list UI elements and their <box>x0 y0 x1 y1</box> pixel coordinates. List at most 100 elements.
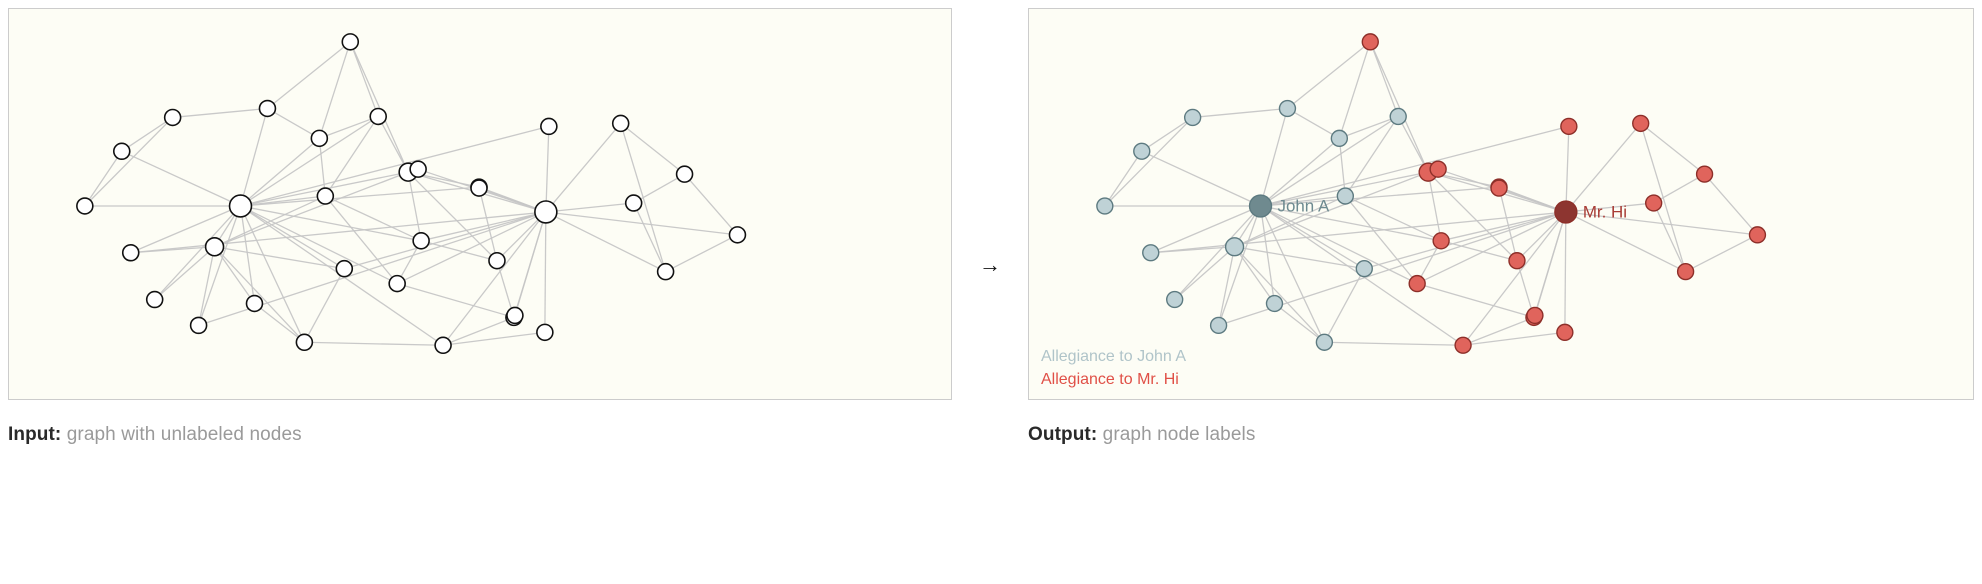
graph-node[interactable] <box>1248 194 1273 218</box>
graph-edge <box>1259 108 1289 207</box>
graph-edge <box>240 205 398 285</box>
graph-node[interactable] <box>611 114 630 133</box>
graph-node[interactable] <box>1490 179 1508 197</box>
graph-node[interactable] <box>1508 252 1526 270</box>
graph-edge <box>1234 246 1365 270</box>
graph-edge <box>1685 234 1758 273</box>
graph-node[interactable] <box>675 165 694 183</box>
graph-node[interactable] <box>1526 306 1544 325</box>
graph-node[interactable] <box>409 160 427 178</box>
graph-node[interactable] <box>112 142 131 161</box>
graph-node[interactable] <box>258 99 277 118</box>
graph-node[interactable] <box>1265 294 1284 313</box>
graph-edge <box>1640 122 1705 175</box>
graph-node[interactable] <box>488 251 506 270</box>
graph-node[interactable] <box>1330 129 1349 147</box>
graph-edge <box>1287 107 1340 139</box>
graph-node[interactable] <box>534 200 558 224</box>
arrow-glyph: → <box>979 252 1001 277</box>
graph-node[interactable] <box>145 290 164 309</box>
graph-node[interactable] <box>1315 333 1334 351</box>
graph-node[interactable] <box>1644 194 1663 212</box>
graph-edge <box>197 205 242 326</box>
graph-edge <box>1565 211 1758 236</box>
graph-node[interactable] <box>624 194 643 212</box>
graph-node[interactable] <box>1429 160 1447 178</box>
graph-node[interactable] <box>76 197 94 215</box>
graph-node[interactable] <box>1142 244 1160 262</box>
graph-node[interactable] <box>163 108 182 127</box>
graph-edge <box>214 246 305 343</box>
graph-node[interactable] <box>310 129 329 148</box>
graph-node[interactable] <box>1632 114 1650 133</box>
graph-edge <box>239 108 269 207</box>
graph-edge <box>1234 246 1276 304</box>
graph-edge <box>1565 211 1686 273</box>
input-graph-panel <box>8 8 952 400</box>
graph-edge <box>1339 115 1399 139</box>
caption-input-lead: Input: <box>8 424 62 445</box>
graph-node[interactable] <box>121 243 140 262</box>
graph-edge <box>1150 211 1566 254</box>
graph-node[interactable] <box>295 333 314 352</box>
graph-node[interactable] <box>1560 117 1578 136</box>
graph-edge <box>197 246 216 326</box>
graph-node[interactable] <box>335 259 354 278</box>
graph-edge <box>1260 186 1500 207</box>
graph-edge <box>214 171 409 248</box>
graph-nodes <box>76 33 747 355</box>
graph-edge <box>324 116 379 197</box>
graph-node[interactable] <box>1695 165 1714 183</box>
graph-node[interactable] <box>228 194 253 218</box>
graph-node[interactable] <box>1278 99 1297 118</box>
graph-edge <box>1141 116 1194 152</box>
graph-node[interactable] <box>1454 336 1472 354</box>
graph-node[interactable] <box>388 274 406 293</box>
graph-node[interactable] <box>204 237 225 257</box>
graph-node[interactable] <box>728 226 747 244</box>
graph-node[interactable] <box>1748 226 1767 244</box>
graph-edge <box>545 211 738 236</box>
graph-node[interactable] <box>1183 108 1202 127</box>
graph-node[interactable] <box>412 232 430 250</box>
graph-node[interactable] <box>1389 107 1407 126</box>
graph-edge <box>214 246 345 270</box>
graph-edge <box>633 173 685 204</box>
graph-edge <box>1416 282 1535 319</box>
graph-node[interactable] <box>316 187 335 205</box>
graph-node[interactable] <box>341 33 360 51</box>
graph-node[interactable] <box>506 306 524 325</box>
graph-node[interactable] <box>434 336 452 355</box>
graph-node[interactable] <box>245 294 264 313</box>
graph-edge <box>319 115 379 139</box>
graph-edge <box>240 125 550 207</box>
graph-node[interactable] <box>1224 237 1245 257</box>
graph-node[interactable] <box>656 262 675 281</box>
graph-edge <box>442 316 515 346</box>
graph-node[interactable] <box>1096 197 1114 215</box>
graph-node[interactable] <box>1554 200 1578 224</box>
graph-node[interactable] <box>540 117 558 136</box>
graph-node[interactable] <box>1676 262 1695 281</box>
graph-node[interactable] <box>1209 316 1228 335</box>
graph-node[interactable] <box>1355 260 1373 278</box>
graph-edge <box>1274 302 1325 343</box>
graph-node[interactable] <box>1336 187 1355 205</box>
graph-node[interactable] <box>189 316 208 335</box>
graph-node[interactable] <box>1166 290 1184 309</box>
graph-node[interactable] <box>1556 323 1574 341</box>
graph-node[interactable] <box>1133 142 1151 160</box>
graph-edge <box>407 171 498 262</box>
graph-edge <box>1653 173 1705 204</box>
graph-edge <box>620 122 685 175</box>
graph-node[interactable] <box>1408 274 1426 293</box>
graph-node[interactable] <box>470 179 488 197</box>
graph-edge <box>442 331 545 346</box>
graph-edge <box>1344 195 1418 285</box>
graph-edge <box>1565 122 1642 213</box>
graph-node[interactable] <box>369 107 387 126</box>
graph-node[interactable] <box>1432 232 1450 250</box>
graph-node[interactable] <box>1361 33 1379 51</box>
graph-node[interactable] <box>536 323 554 342</box>
